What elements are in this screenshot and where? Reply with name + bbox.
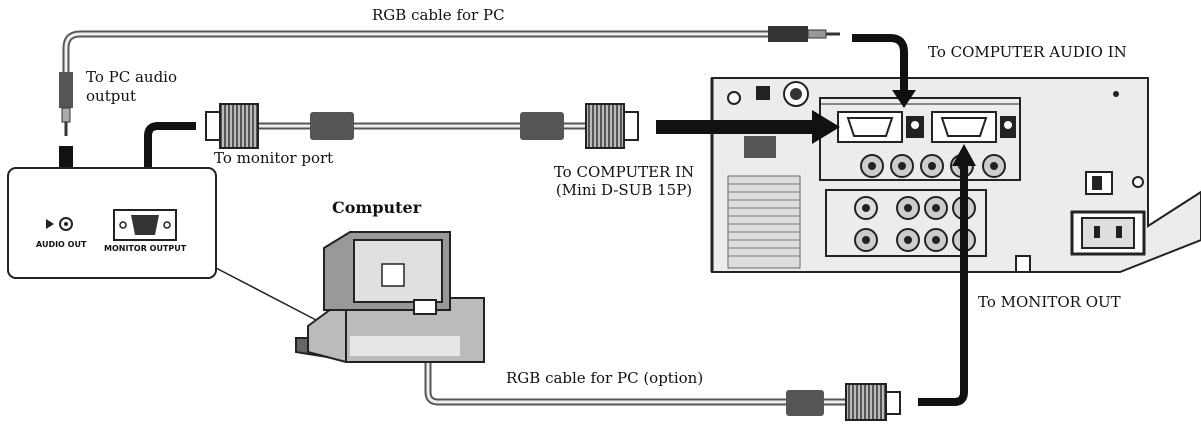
video-audio-jacks — [854, 196, 976, 252]
projector-vent-grille — [727, 175, 801, 269]
arrow-to-audio-in — [852, 34, 916, 108]
label-to-pc-audio-output-line1: To PC audio — [86, 68, 178, 86]
ac-inlet — [1070, 210, 1146, 256]
rgb-cable-middle — [205, 103, 639, 149]
label-to-computer-in-line2: (Mini D-SUB 15P) — [555, 181, 693, 199]
computer-vga-port — [413, 299, 437, 315]
label-rgb-cable-option: RGB cable for PC (option) — [506, 369, 704, 387]
callout-line — [215, 267, 317, 321]
screw-icon — [1132, 176, 1144, 188]
screw-icon — [727, 91, 741, 105]
ferrite-core-bottom — [786, 390, 824, 416]
monitor-output-port-icon — [113, 209, 177, 241]
arrow-to-monitor-out — [918, 144, 976, 406]
label-monitor-output: MONITOR OUTPUT — [104, 244, 187, 253]
vga-plug-left — [205, 103, 259, 149]
remote-sensor — [744, 136, 776, 158]
rgb-cable-option — [424, 316, 901, 421]
ferrite-core-left — [310, 112, 354, 140]
vga-plug-bottom — [845, 383, 901, 421]
arrow-to-computer-in — [656, 110, 840, 144]
monitor-out-port — [931, 111, 997, 143]
label-to-computer-audio-in: To COMPUTER AUDIO IN — [928, 43, 1127, 61]
label-to-monitor-port: To monitor port — [214, 149, 334, 167]
pc-port-panel — [7, 167, 217, 279]
computer-illustration — [295, 231, 485, 363]
label-computer: Computer — [332, 198, 422, 217]
audio-plug-left — [59, 72, 73, 108]
label-rgb-cable-top: RGB cable for PC — [372, 6, 505, 24]
projector-rear-panel — [710, 77, 1201, 273]
computer-in-port — [837, 111, 903, 143]
label-to-computer-in-line1: To COMPUTER IN — [553, 163, 695, 181]
label-to-pc-audio-output-line2: output — [86, 87, 137, 105]
label-to-monitor-out: To MONITOR OUT — [978, 293, 1121, 311]
label-audio-out: AUDIO OUT — [36, 240, 87, 249]
usb-port — [756, 86, 770, 100]
vga-plug-right — [585, 103, 639, 149]
ferrite-core-right — [520, 112, 564, 140]
audio-plug-right — [768, 26, 808, 42]
play-arrow-icon — [46, 219, 54, 229]
rgb-cable-top — [59, 26, 840, 136]
